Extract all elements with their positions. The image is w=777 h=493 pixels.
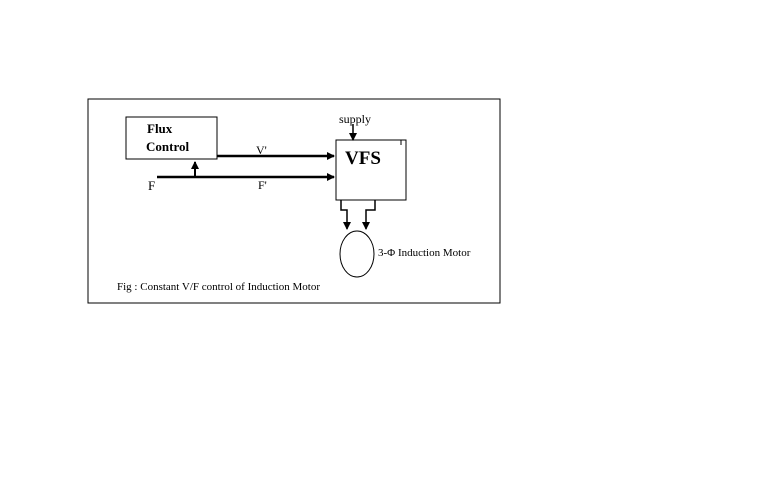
flux-control-block — [125, 116, 218, 160]
f-input-label: F — [148, 178, 155, 193]
vfs-output-line-1 — [340, 200, 351, 230]
flux-control-label-line1: Flux — [147, 121, 173, 136]
f-ref-label: F' — [258, 178, 267, 192]
v-ref-label: V' — [256, 143, 267, 157]
figure-caption: Fig : Constant V/F control of Induction … — [117, 281, 320, 293]
vfs-output-line-2 — [362, 200, 376, 230]
figure-frame — [87, 98, 501, 304]
induction-motor-symbol — [339, 230, 375, 278]
supply-label: supply — [339, 112, 371, 126]
vfs-block — [335, 139, 407, 201]
motor-label: 3-Φ Induction Motor — [378, 247, 471, 259]
vfs-label: VFS — [345, 148, 381, 169]
flux-control-label-line2: Control — [146, 139, 189, 154]
